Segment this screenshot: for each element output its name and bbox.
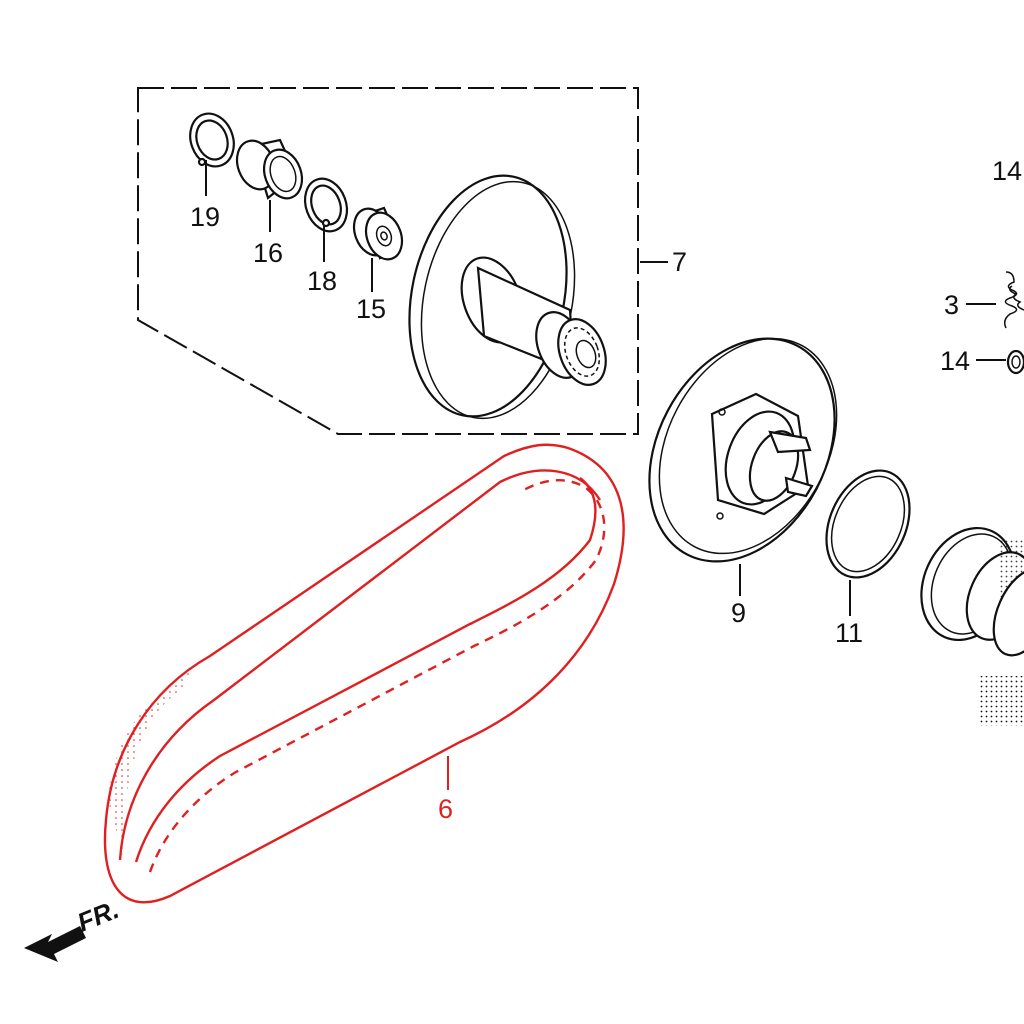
label-part-14: 14 [940,346,970,376]
circlip-part-19 [189,112,235,196]
clutch-face-part-9 [648,337,838,596]
label-part-19: 19 [190,202,220,232]
ball-bearing-part-15 [352,206,404,292]
label-part-14-top: 14 [992,156,1022,186]
label-part-15: 15 [356,294,386,324]
roller-part-14 [976,349,1024,375]
spring-assembly-partial [920,526,1024,726]
front-direction-arrow-icon [24,926,86,962]
o-ring-part-11 [825,469,911,616]
label-part-9: 9 [731,598,746,628]
assembly-group-box [137,87,668,435]
drive-belt-part-6 [103,443,625,904]
label-part-6: 6 [438,794,453,824]
spring-part-3 [966,271,1024,329]
needle-bearing-part-16 [235,138,304,232]
driven-face-part-7 [408,174,607,420]
circlip-part-18 [303,177,349,262]
label-part-16: 16 [253,238,283,268]
label-part-3: 3 [944,290,959,320]
label-part-18: 18 [307,266,337,296]
label-part-11: 11 [835,618,863,648]
label-part-7: 7 [672,247,687,277]
